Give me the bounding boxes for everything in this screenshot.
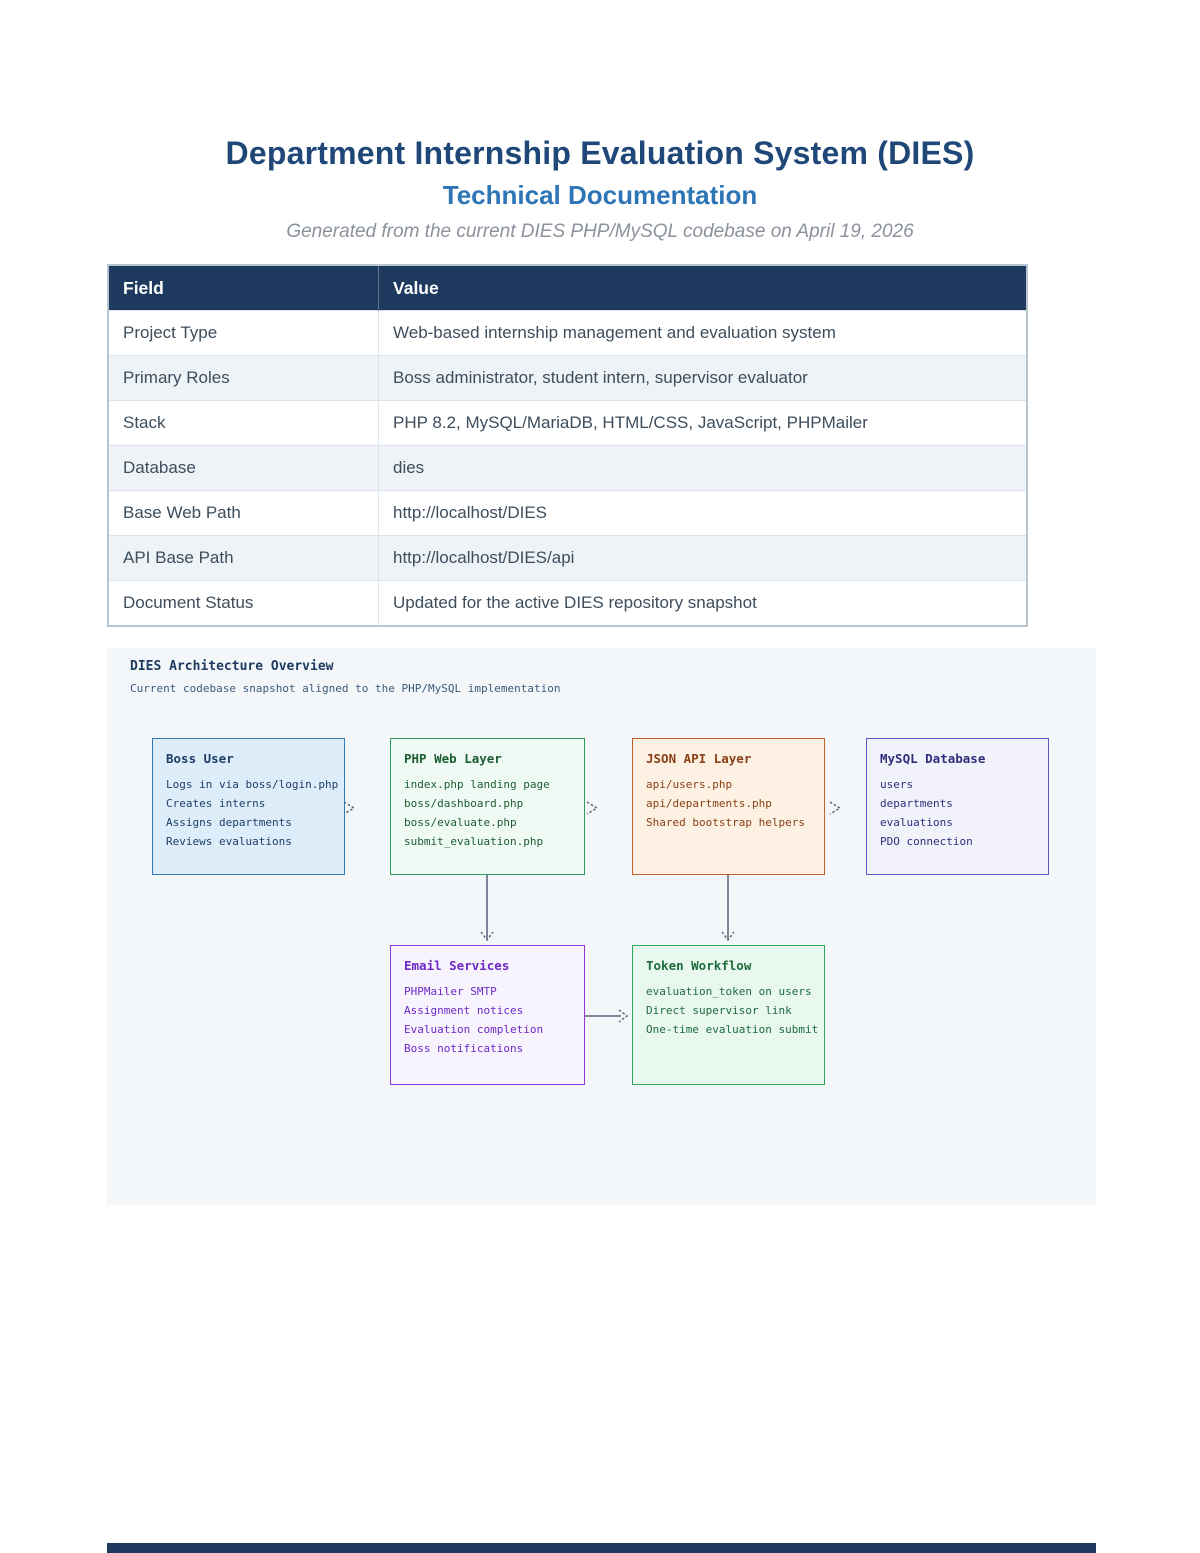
table-row: Project Type Web-based internship manage… (108, 310, 1027, 356)
field-cell: API Base Path (108, 535, 379, 581)
value-cell: dies (378, 445, 1027, 491)
node-title: PHP Web Layer (404, 751, 502, 766)
node-line: boss/dashboard.php (404, 797, 524, 810)
arrow-down-icon (721, 931, 735, 942)
value-column-header: Value (378, 265, 1027, 311)
architecture-diagram-panel: DIES Architecture Overview Current codeb… (107, 648, 1096, 1205)
table-row: Primary Roles Boss administrator, studen… (108, 355, 1027, 401)
node-line: Evaluation completion (404, 1023, 544, 1036)
field-column-header: Field (108, 265, 379, 311)
node-line: One-time evaluation submit (646, 1023, 819, 1036)
table-row: API Base Path http://localhost/DIES/api (108, 535, 1027, 581)
node-line: PHPMailer SMTP (404, 985, 497, 998)
page-subtitle: Technical Documentation (442, 180, 758, 210)
diagram-node-json-api-layer: JSON API Layer api/users.php api/departm… (632, 738, 825, 875)
page-title: Department Internship Evaluation System … (225, 135, 975, 171)
node-line: Shared bootstrap helpers (646, 816, 805, 829)
field-cell: Primary Roles (108, 355, 379, 401)
arrow-right-icon (829, 801, 842, 815)
project-info-table: Field Value Project Type Web-based inter… (107, 264, 1028, 627)
arrow-right-icon (586, 801, 599, 815)
table-header-row: Field Value (108, 265, 1027, 311)
node-title: Boss User (166, 751, 234, 766)
node-line: index.php landing page (404, 778, 550, 791)
node-line: evaluations (880, 816, 953, 829)
node-line: api/users.php (646, 778, 733, 791)
field-cell: Database (108, 445, 379, 491)
next-page-table-header-edge (107, 1543, 1096, 1553)
diagram-connectors (343, 801, 842, 1023)
node-line: users (880, 778, 914, 791)
value-cell: http://localhost/DIES/api (378, 535, 1027, 581)
diagram-node-mysql-database: MySQL Database users departments evaluat… (866, 738, 1049, 875)
node-title: JSON API Layer (646, 751, 752, 766)
arrow-down-icon (480, 931, 494, 942)
node-line: Assigns departments (166, 816, 292, 829)
node-line: Assignment notices (404, 1004, 524, 1017)
table-row: Document Status Updated for the active D… (108, 580, 1027, 626)
diagram-node-boss-user: Boss User Logs in via boss/login.php Cre… (152, 738, 345, 875)
node-title: Email Services (404, 958, 510, 973)
value-cell: Web-based internship management and eval… (378, 310, 1027, 356)
node-title: Token Workflow (646, 958, 752, 973)
table-row: Base Web Path http://localhost/DIES (108, 490, 1027, 536)
node-line: Boss notifications (404, 1042, 524, 1055)
node-line: boss/evaluate.php (404, 816, 517, 829)
field-cell: Project Type (108, 310, 379, 356)
diagram-node-email-services: Email Services PHPMailer SMTP Assignment… (390, 945, 585, 1085)
node-line: Reviews evaluations (166, 835, 292, 848)
node-line: Direct supervisor link (646, 1004, 792, 1017)
node-line: PDO connection (880, 835, 973, 848)
node-title: MySQL Database (880, 751, 986, 766)
value-cell: Boss administrator, student intern, supe… (378, 355, 1027, 401)
field-cell: Stack (108, 400, 379, 446)
arrow-right-icon (618, 1009, 629, 1023)
node-line: departments (880, 797, 953, 810)
table-row: Database dies (108, 445, 1027, 491)
table-row: Stack PHP 8.2, MySQL/MariaDB, HTML/CSS, … (108, 400, 1027, 446)
node-line: Creates interns (166, 797, 266, 810)
field-cell: Base Web Path (108, 490, 379, 536)
generated-note: Generated from the current DIES PHP/MySQ… (286, 221, 914, 242)
value-cell: PHP 8.2, MySQL/MariaDB, HTML/CSS, JavaSc… (378, 400, 1027, 446)
diagram-subtitle: Current codebase snapshot aligned to the… (130, 682, 561, 695)
field-cell: Document Status (108, 580, 379, 626)
diagram-title: DIES Architecture Overview (130, 659, 334, 674)
node-line: evaluation_token on users (646, 985, 812, 998)
arrow-right-icon (343, 801, 356, 815)
node-line: submit_evaluation.php (404, 835, 544, 848)
diagram-node-php-web-layer: PHP Web Layer index.php landing page bos… (390, 738, 585, 875)
value-cell: Updated for the active DIES repository s… (378, 580, 1027, 626)
node-line: api/departments.php (646, 797, 772, 810)
value-cell: http://localhost/DIES (378, 490, 1027, 536)
node-line: Logs in via boss/login.php (166, 778, 339, 791)
diagram-node-token-workflow: Token Workflow evaluation_token on users… (632, 945, 825, 1085)
